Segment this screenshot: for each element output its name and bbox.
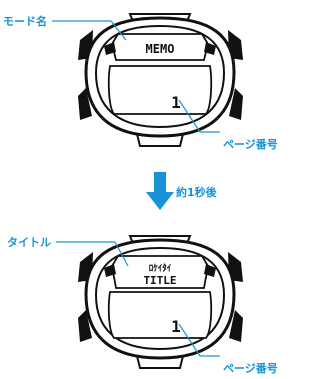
watch-bottom-lcd-line2: TITLE — [143, 274, 176, 287]
watch-bottom-button-right-lower — [229, 310, 243, 342]
watch-top-page-digit: 1 — [171, 93, 181, 112]
watch-bottom-bezel — [94, 246, 226, 351]
title-leader-d — [114, 241, 129, 267]
transition-arrow: 約1秒後 — [146, 172, 218, 210]
arrow-head — [146, 192, 174, 210]
title-label: タイトル — [7, 236, 51, 249]
watch-bottom-main-display — [107, 291, 213, 339]
callout-page-number-bottom: ページ番号 — [178, 323, 278, 375]
watch-bottom-lcd-line1: ﾛｹｲﾀｲ — [149, 262, 172, 274]
arrow-shaft — [154, 172, 166, 192]
callout-page-number-top: ページ番号 — [178, 99, 278, 151]
watch-bottom-indicator-left — [104, 264, 116, 277]
page-number-top-label: ページ番号 — [223, 137, 278, 151]
watch-top-button-right-lower — [229, 88, 243, 120]
callout-mode-name: モード名 — [3, 14, 127, 41]
mode-name-leader-d — [110, 20, 127, 41]
watch-top-indicator-right — [204, 42, 216, 55]
watch-bottom: ﾛｹｲﾀｲ TITLE 1 — [78, 235, 243, 369]
watch-top-bezel — [94, 24, 226, 129]
watch-bottom-indicator-right — [204, 264, 216, 277]
callout-title: タイトル — [7, 236, 129, 267]
page-number-bottom-leader — [178, 323, 220, 357]
watch-bottom-page-digit: 1 — [171, 317, 181, 336]
watch-top-lcd-text: MEMO — [146, 42, 175, 56]
mode-name-label: モード名 — [3, 14, 47, 28]
transition-label: 約1秒後 — [176, 185, 218, 199]
watch-top-main-display — [107, 65, 213, 115]
watch-top-indicator-left — [104, 42, 116, 55]
page-number-top-leader — [178, 99, 220, 133]
watch-top: MEMO 1 — [78, 13, 243, 147]
watch-top-button-left-lower — [78, 88, 92, 120]
watch-bottom-button-left-lower — [78, 310, 92, 342]
page-number-bottom-label: ページ番号 — [223, 361, 278, 375]
